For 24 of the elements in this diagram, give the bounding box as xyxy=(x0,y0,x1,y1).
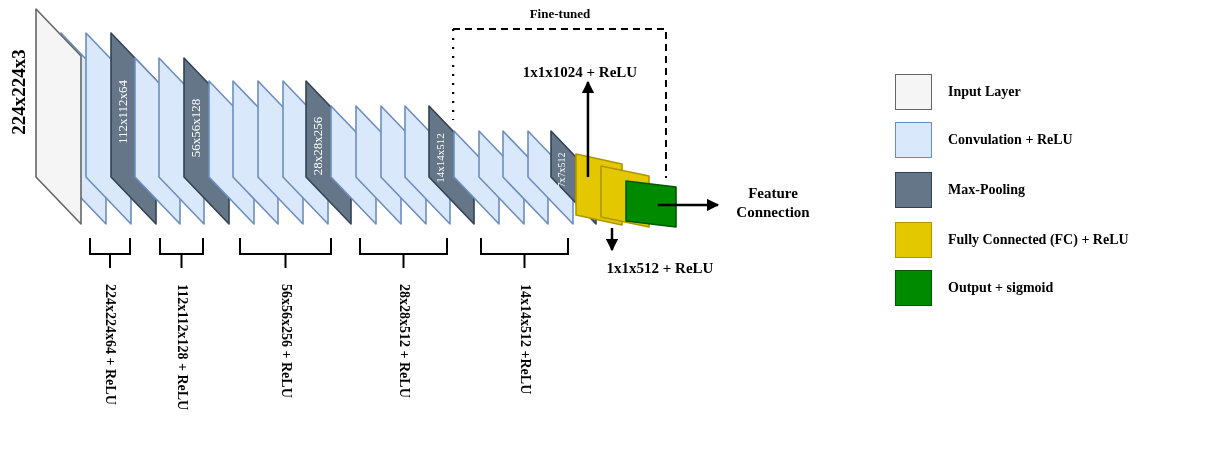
layer-group-label: 224x224x64 + ReLU xyxy=(103,284,117,405)
legend-label: Fully Connected (FC) + ReLU xyxy=(948,233,1129,247)
region-title: Fine-tuned xyxy=(529,7,591,20)
legend-label: Input Layer xyxy=(948,85,1021,99)
legend-label: Convulation + ReLU xyxy=(948,133,1073,147)
input-size-label: 224x224x3 xyxy=(8,49,28,135)
layer-dimension-label: 7x7x512 xyxy=(557,152,567,188)
layer-group-label: 56x56x256 + ReLU xyxy=(278,284,293,398)
layer-output-label: Feature Connection xyxy=(718,182,828,222)
layer-output-label: 1x1x1024 + ReLU xyxy=(505,61,655,82)
layer-output-label: 1x1x512 + ReLU xyxy=(585,250,735,278)
layer-group-label: 14x14x512 +ReLU xyxy=(517,284,532,395)
layer-dimension-label: 14x14x512 xyxy=(434,133,446,183)
output-layer xyxy=(625,180,677,228)
arrow xyxy=(581,80,595,178)
layer-group-label: 112x112x128 + ReLU xyxy=(174,284,189,411)
layer-dimension-label: 28x28x256 xyxy=(310,116,324,176)
layer-group-label: 28x28x512 + ReLU xyxy=(396,284,411,398)
layer-dimension-label: 112x112x64 xyxy=(115,80,129,144)
legend-label: Max-Pooling xyxy=(948,183,1025,197)
layer-dimension-label: 56x56x128 xyxy=(188,98,202,158)
legend-label: Output + sigmoid xyxy=(948,281,1054,295)
arrow xyxy=(657,198,720,212)
arrow xyxy=(605,228,619,252)
